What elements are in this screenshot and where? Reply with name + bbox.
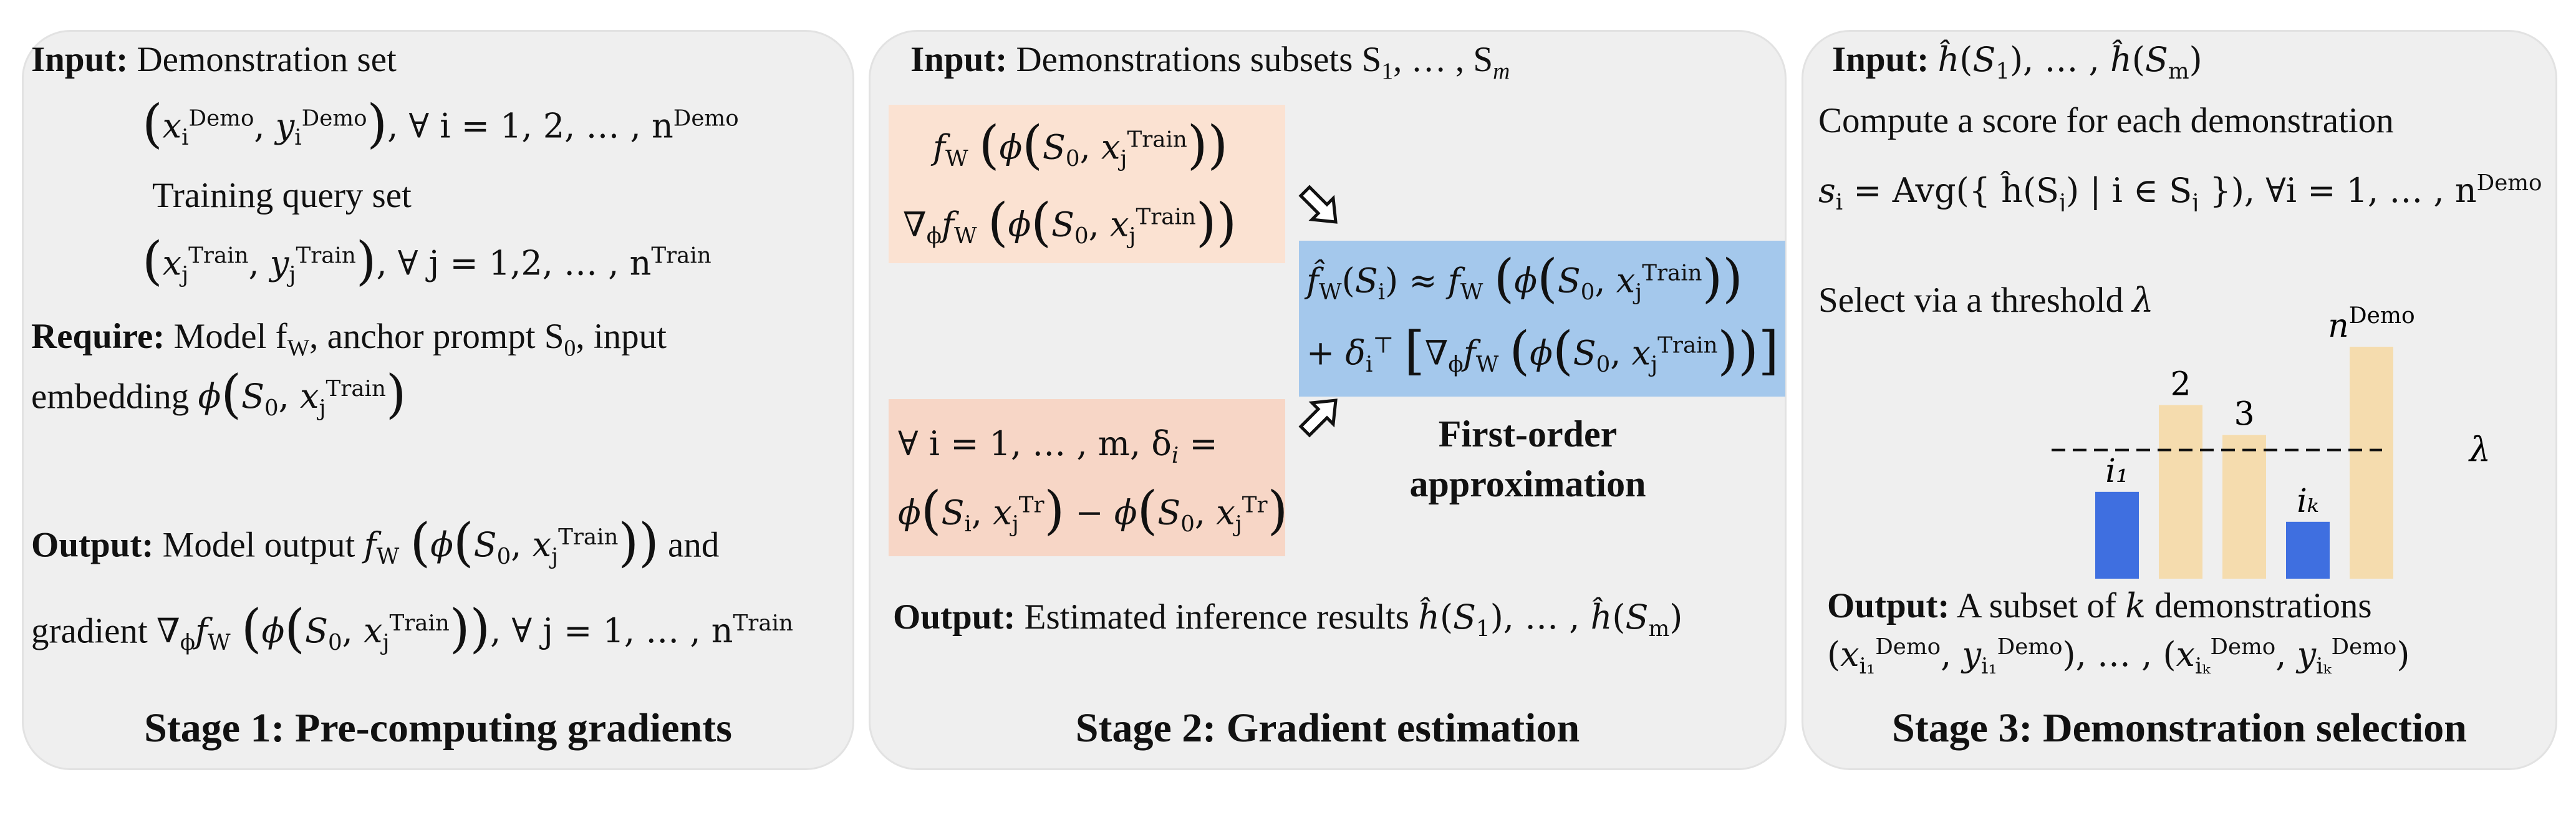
bar-label-3: iₖ <box>2297 483 2319 520</box>
stage1-require-label: Require: <box>31 317 165 356</box>
stage1-embedding-line: embedding ϕ(S0, xjTrain) <box>31 364 407 425</box>
stage3-score-text: = Avg({ ĥ(S <box>1853 171 2060 210</box>
stage1-input-label: Input: <box>31 40 128 79</box>
stage3-select-text: Select via a threshold <box>1818 281 2124 320</box>
threshold-lambda-label: λ <box>2468 430 2491 470</box>
stage3-output-dots: , … , <box>2075 635 2153 674</box>
stage2-approx-line1: f̂W(Si) ≈ fW (ϕ(S0, xjTrain)) <box>1306 248 1743 309</box>
stage3-title: Stage 3: Demonstration selection <box>1891 705 2467 751</box>
stage1-title: Stage 1: Pre-computing gradients <box>144 705 732 751</box>
stage3-input-label: Input: <box>1832 40 1929 79</box>
stage1-train-set-formula: (xjTrain, yjTrain), ∀ j = 1,2, … , nTrai… <box>142 230 712 291</box>
arrow-down-right-icon <box>1298 185 1338 224</box>
bar-label-4: nDemo <box>2328 303 2414 345</box>
bar-label-0: i₁ <box>2105 453 2128 490</box>
bar-label-2: 3 <box>2234 396 2254 433</box>
stage2-input-line: Input: Demonstrations subsets S1, … , Sm <box>910 40 1510 85</box>
stage1-gradient-forall: , ∀ j = 1, … , n <box>490 611 733 651</box>
stage3-score-text-3: }), ∀i = 1, … , n <box>2199 171 2477 210</box>
stage1-input-line: Input: Demonstration set <box>31 39 397 81</box>
stage1-require-input: , input <box>576 317 667 356</box>
stage3-input-dots: , … , <box>2023 40 2100 79</box>
bar-0 <box>2095 491 2139 579</box>
stage1-panel <box>22 30 854 770</box>
bar-label-1: 2 <box>2170 366 2191 403</box>
stage1-require-text: Model f <box>173 317 287 356</box>
bar-3 <box>2286 521 2330 579</box>
stage3-output-line: Output: A subset of k demonstrations <box>1827 586 2372 625</box>
stage1-train-sup: Train <box>651 243 712 269</box>
stage1-output-text: Model output <box>162 525 355 565</box>
stage2-precomputed-box <box>889 105 1285 263</box>
stage2-output-label: Output: <box>893 597 1016 637</box>
stage2-delta-line1: ∀ i = 1, … , m, δi = <box>898 424 1218 468</box>
stage1-embedding-text: embedding <box>31 377 190 417</box>
stage1-demo-sup: Demo <box>673 105 739 132</box>
stage2-output-dots: , … , <box>1503 597 1580 637</box>
stage2-delta-text: ∀ i = 1, … , m, δ <box>898 424 1172 463</box>
stage2-approximation-box <box>1299 241 1785 397</box>
stage3-panel <box>1802 30 2557 770</box>
stage2-input-text: Demonstrations subsets S <box>1016 40 1382 79</box>
stage1-train-forall: , ∀ j = 1,2, … , n <box>376 243 652 283</box>
stage3-output-formula: (xi₁Demo, yi₁Demo), … , (xiₖDemo, yiₖDem… <box>1827 634 2410 679</box>
stage1-gradient-sup: Train <box>733 610 793 637</box>
stage3-bar-svg: i₁ 2 3 iₖ nDemo λ <box>2052 303 2491 579</box>
stage2-output-line: Output: Estimated inference results ĥ(S1… <box>893 597 1683 642</box>
stage2-delta-line2: ϕ(Si, xjTr) − ϕ(S0, xjTr) <box>898 480 1288 541</box>
stage1-demo-set-formula: (xiDemo, yiDemo), ∀ i = 1, 2, … , nDemo <box>142 93 739 154</box>
stage2-delta-box <box>889 399 1285 556</box>
stage2-fw-formula: fW (ϕ(S0, xjTrain)) <box>933 114 1228 175</box>
stage3-score-text-2: ) | i ∈ S <box>2066 171 2192 210</box>
stage2-output-text: Estimated inference results <box>1024 597 1409 637</box>
stage1-output-and: and <box>668 525 720 565</box>
bar-1 <box>2159 405 2202 579</box>
stage2-delta-eq: = <box>1179 424 1218 463</box>
stage1-output-line: Output: Model output fW (ϕ(S0, xjTrain))… <box>31 512 720 573</box>
arrow-up-right-icon <box>1298 398 1338 438</box>
stage2-approx-label-1: First-order <box>1438 413 1618 455</box>
stage2-approx-line2: + δi⊤ [∇ϕfW (ϕ(S0, xjTrain))] <box>1306 320 1779 381</box>
bar-4 <box>2350 347 2393 579</box>
stage1-gradient-line: gradient ∇ϕfW (ϕ(S0, xjTrain)), ∀ j = 1,… <box>31 598 793 659</box>
stage3-score-sup: Demo <box>2476 171 2542 196</box>
stage3-output-text-1: A subset of <box>1956 586 2117 625</box>
stage3-input-line: Input: ĥ(S1), … , ĥ(Sm) <box>1832 40 2202 84</box>
stage1-require-line: Require: Model fW, anchor prompt S0, inp… <box>31 317 667 362</box>
stage1-demo-forall: , ∀ i = 1, 2, … , n <box>387 106 673 146</box>
stage3-compute-text: Compute a score for each demonstration <box>1818 101 2394 140</box>
stage1-gradient-text: gradient <box>31 611 148 651</box>
stage1-training-query-label: Training query set <box>152 176 412 215</box>
stage2-input-dots: , … , S <box>1393 40 1493 79</box>
stage1-require-anchor: , anchor prompt S <box>309 317 564 356</box>
bar-2 <box>2222 435 2266 579</box>
stage3-bar-chart: i₁ 2 3 iₖ nDemo λ <box>2052 287 2576 580</box>
stage2-title: Stage 2: Gradient estimation <box>1075 705 1580 751</box>
stage3-select-line: Select via a threshold λ <box>1818 279 2154 322</box>
stage2-approx-label-2: approximation <box>1409 463 1646 504</box>
stage3-score-formula: si = Avg({ ĥ(Sj) | i ∈ Sj }), ∀i = 1, … … <box>1818 171 2542 211</box>
stage3-select-lambda: λ <box>2132 281 2154 320</box>
stage2-input-label: Input: <box>910 40 1008 79</box>
stage2-gradient-formula: ∇ϕfW (ϕ(S0, xjTrain)) <box>903 191 1237 253</box>
stage1-output-label: Output: <box>31 525 154 565</box>
stage1-input-text: Demonstration set <box>137 40 397 79</box>
stage3-output-text-2: demonstrations <box>2154 586 2372 625</box>
stage3-output-label: Output: <box>1827 586 1950 625</box>
